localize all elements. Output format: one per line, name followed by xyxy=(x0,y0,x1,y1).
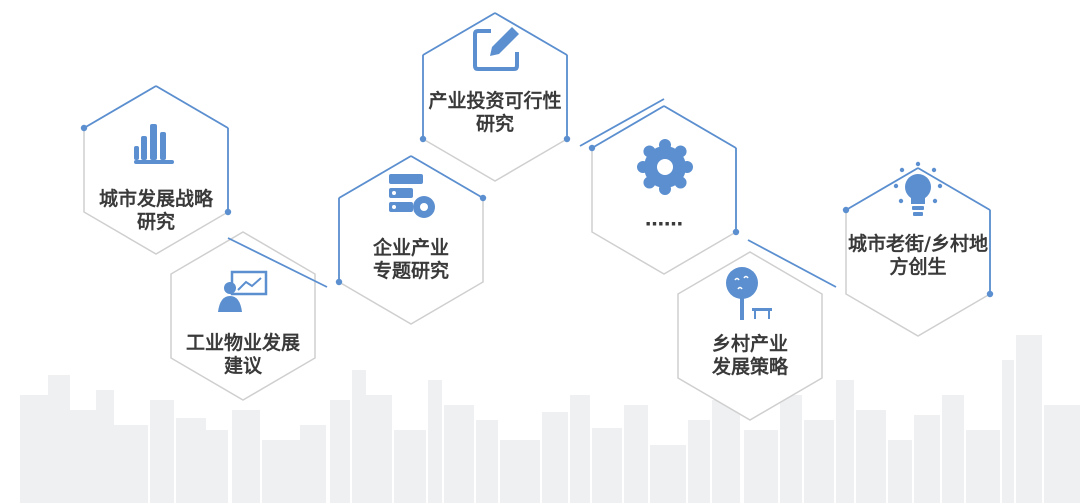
hexagon-accent-edge xyxy=(155,85,229,129)
connector-line xyxy=(227,237,328,288)
bar-chart-icon xyxy=(134,124,174,164)
connector-line xyxy=(579,98,665,147)
label-line: 方创生 xyxy=(889,256,947,278)
hex-label-city-strategy: 城市发展战略 研究 xyxy=(99,188,213,234)
server-gear-icon xyxy=(389,174,435,218)
label-line: …… xyxy=(645,208,683,231)
label-line: 城市发展战略 xyxy=(98,188,214,210)
connector-dot xyxy=(224,208,232,216)
label-line: 城市老街/乡村地 xyxy=(848,233,988,255)
connector-dot xyxy=(479,194,487,202)
gear-icon xyxy=(637,139,693,195)
city-skyline-background xyxy=(20,335,1080,503)
connector-dot xyxy=(732,228,740,236)
tree-bench-icon xyxy=(726,267,772,320)
hexagon-old-street-renewal xyxy=(842,167,994,337)
connector-dot xyxy=(842,206,850,214)
hexagon-enterprise-industry xyxy=(335,155,487,325)
hexagon-shape xyxy=(677,251,823,421)
presenter-icon xyxy=(218,270,268,312)
hex-label-investment-feasibility: 产业投资可行性 研究 xyxy=(428,90,561,136)
hexagon-city-strategy xyxy=(80,85,232,255)
hexagon-accent-edge xyxy=(422,12,496,56)
label-line: 发展策略 xyxy=(711,356,789,378)
label-line: 专题研究 xyxy=(372,260,450,282)
hexagon-rural-industry xyxy=(677,251,823,421)
hexagon-accent-edge xyxy=(917,167,991,211)
lightbulb-icon xyxy=(893,161,943,216)
label-line: 乡村产业 xyxy=(711,333,789,355)
hexagon-accent-edge xyxy=(410,155,484,199)
hex-label-enterprise-industry: 企业产业 专题研究 xyxy=(373,237,449,283)
hex-label-industrial-property: 工业物业发展 建议 xyxy=(186,332,300,378)
hexagon-investment-feasibility xyxy=(419,12,571,182)
label-line: 产业投资可行性 xyxy=(428,90,562,112)
connector-dot xyxy=(419,135,427,143)
label-line: 研究 xyxy=(136,211,176,233)
hex-label-rural-industry: 乡村产业 发展策略 xyxy=(712,333,788,379)
label-line: 建议 xyxy=(223,355,263,377)
connector-dot xyxy=(335,278,343,286)
hexagon-accent-edge xyxy=(83,85,157,129)
connector-line xyxy=(747,239,837,288)
hex-label-old-street-renewal: 城市老街/乡村地 方创生 xyxy=(848,233,988,279)
hex-label-more: …… xyxy=(645,209,683,232)
label-line: 工业物业发展 xyxy=(185,332,301,354)
label-line: 研究 xyxy=(475,113,515,135)
hexagon-industrial-property xyxy=(170,231,316,401)
connector-dot xyxy=(588,144,596,152)
hexagon-accent-edge xyxy=(494,12,568,56)
hexagon-accent-edge xyxy=(663,105,737,149)
connector-dot xyxy=(80,124,88,132)
connector-dot xyxy=(986,290,994,298)
hexagon-accent-edge xyxy=(338,155,412,199)
hexagon-accent-edge xyxy=(845,167,919,211)
edit-icon xyxy=(473,27,519,71)
connector-dot xyxy=(563,135,571,143)
hexagon-shape xyxy=(170,231,316,401)
label-line: 企业产业 xyxy=(372,237,450,259)
hexagon-accent-edge xyxy=(591,105,665,149)
